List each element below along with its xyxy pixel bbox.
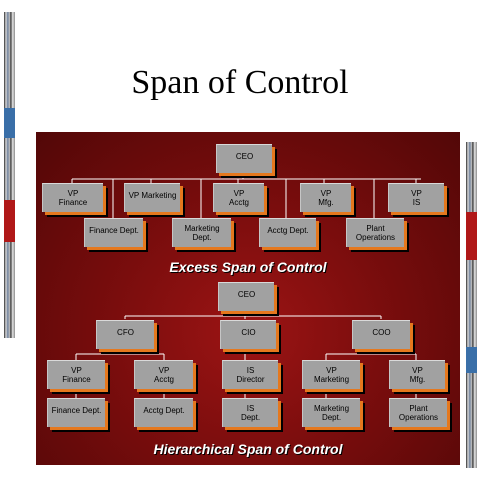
hierarchical-caption: Hierarchical Span of Control: [153, 441, 343, 457]
connector-lines: [71, 172, 421, 398]
page-title: Span of Control: [131, 64, 349, 101]
excess-vp-marketing-box: VP Marketing: [124, 183, 180, 212]
excess-finance-dept-box: Finance Dept.: [84, 218, 143, 247]
hier-coo-box: COO: [352, 320, 410, 349]
hier-acctg-dept-box: Acctg Dept.: [134, 398, 193, 427]
hier-cfo-box: CFO: [96, 320, 154, 349]
excess-acctg-dept-box: Acctg Dept.: [259, 218, 316, 247]
excess-ceo-box: CEO: [216, 144, 272, 173]
excess-caption: Excess Span of Control: [169, 259, 327, 275]
hier-cio-box: CIO: [220, 320, 276, 349]
hier-finance-dept-box: Finance Dept.: [47, 398, 105, 427]
hier-ceo-box: CEO: [218, 282, 274, 311]
decorative-strip-right: [466, 142, 477, 468]
decorative-strip-left: [4, 12, 15, 338]
